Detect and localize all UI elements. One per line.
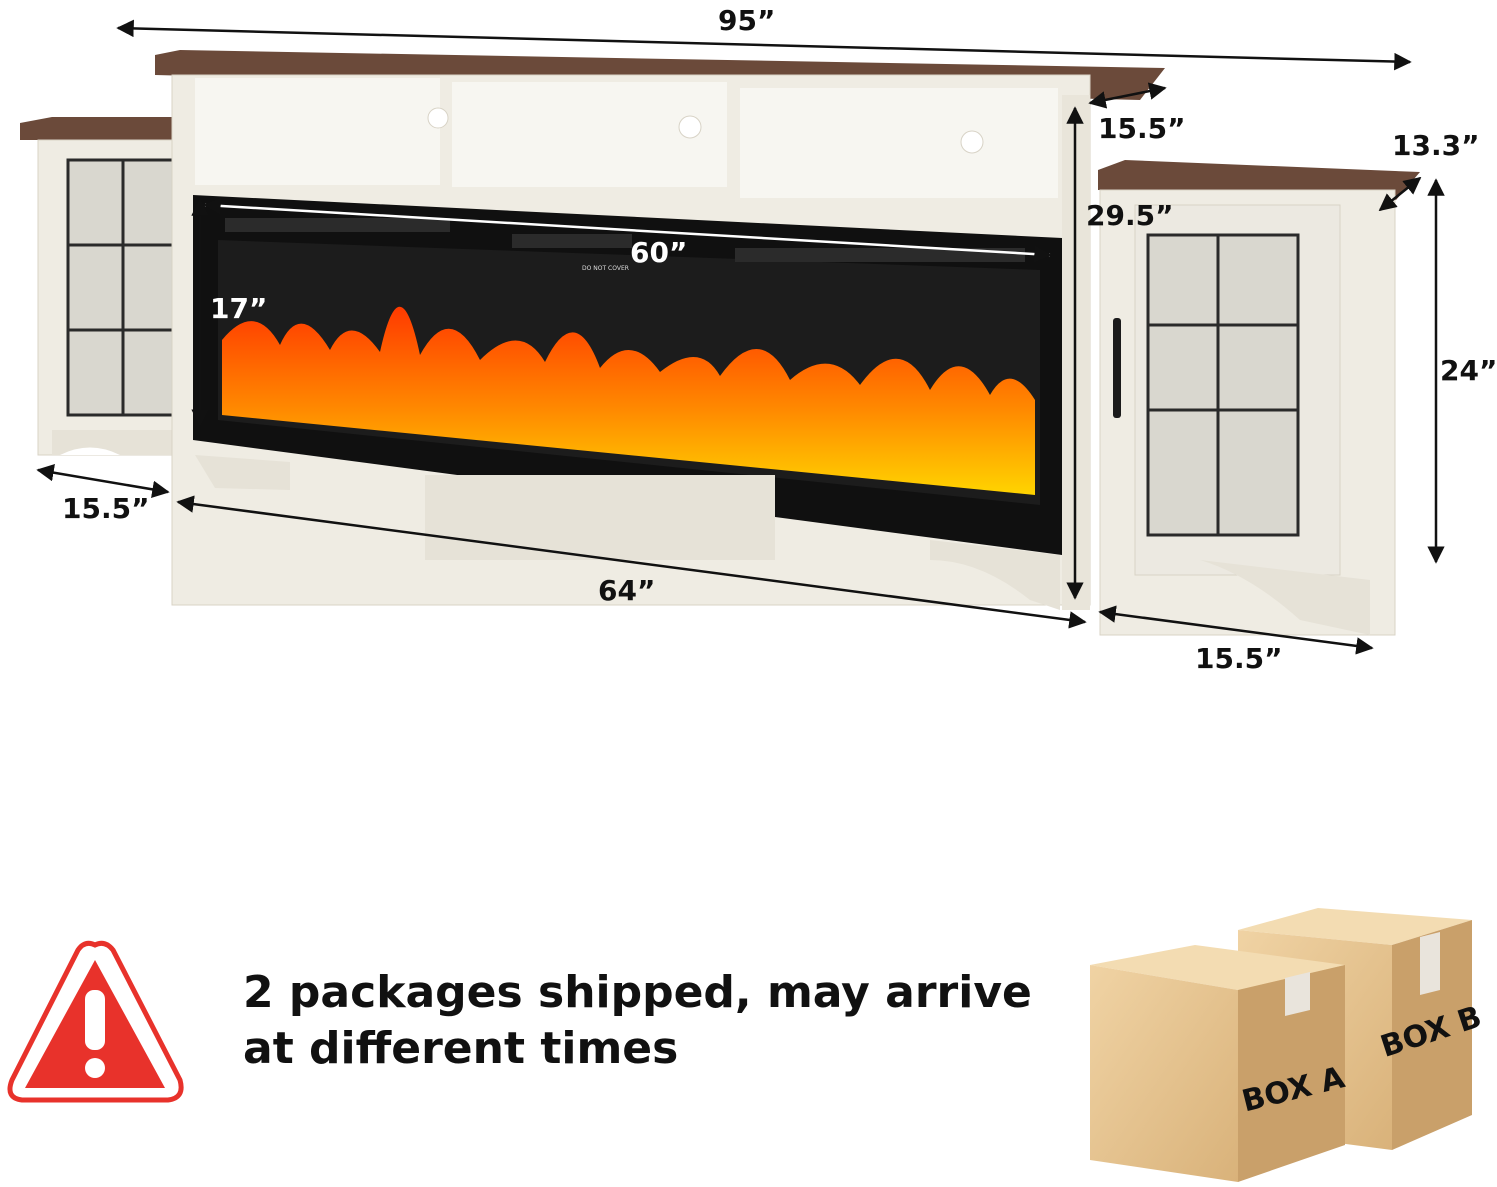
left-cabinet-top <box>20 117 205 140</box>
shelf-left <box>195 78 440 185</box>
center-height-label: 29.5” <box>1086 199 1174 232</box>
shipping-notice: 2 packages shipped, may arrive at differ… <box>243 967 1032 1074</box>
dimension-labels: 95” 15.5” 13.3” 29.5” 24” 60” 17” 64” 15… <box>62 4 1497 675</box>
box-a: BOX A <box>1090 945 1349 1182</box>
side-depth-label: 13.3” <box>1392 129 1480 162</box>
left-side-cabinet <box>20 117 205 456</box>
shelf-middle <box>452 82 727 187</box>
right-cabinet-width-label: 15.5” <box>1195 642 1283 675</box>
center-depth-label: 15.5” <box>1098 112 1186 145</box>
dimension-lines <box>36 19 1445 655</box>
do-not-cover-label: DO NOT COVER <box>582 265 629 272</box>
center-plinth <box>425 475 775 560</box>
door-handle <box>1113 318 1121 418</box>
side-height-label: 24” <box>1440 354 1497 387</box>
center-width-label: 64” <box>598 574 655 607</box>
warning-icon <box>7 940 184 1103</box>
total-width-label: 95” <box>718 4 775 37</box>
right-glass-door <box>1146 233 1300 537</box>
shelf-right <box>740 88 1058 198</box>
fireplace-width-label: 60” <box>630 236 687 269</box>
center-console: DO NOT COVER <box>155 50 1165 610</box>
right-side-cabinet <box>1098 160 1420 636</box>
flame-effect <box>222 306 1035 495</box>
shipping-boxes: BOX B BOX A <box>1090 908 1486 1182</box>
left-cabinet-width-label: 15.5” <box>62 492 150 525</box>
fireplace-height-label: 17” <box>210 292 267 325</box>
